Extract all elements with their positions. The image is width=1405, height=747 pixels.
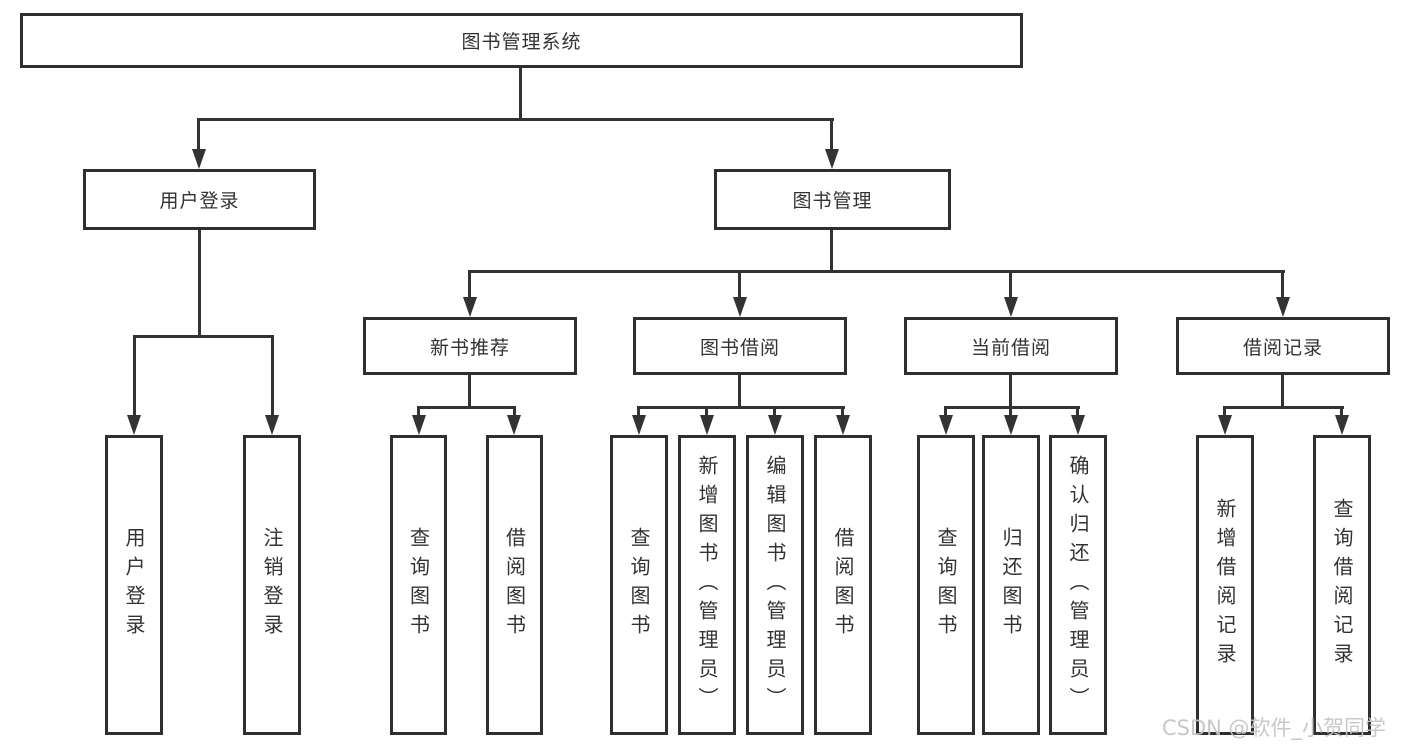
connector-bookborrow-rail: [637, 406, 845, 409]
leaf-query-book-borrow-label: 查询图书: [627, 527, 651, 643]
arrowhead-book-management: [825, 149, 839, 169]
leaf-confirm-return-admin: 确认归还（管理员）: [1049, 435, 1107, 735]
leaf-add-borrow-record-label: 新增借阅记录: [1213, 498, 1237, 672]
node-borrow-records: 借阅记录: [1176, 317, 1390, 375]
arrowhead-add-record: [1218, 415, 1232, 435]
connector-drop-new-book: [468, 270, 471, 300]
arrowhead-add-book: [700, 415, 714, 435]
leaf-return-book: 归还图书: [982, 435, 1040, 735]
connector-bookmgmt-trunk: [830, 230, 833, 272]
connector-userlogin-trunk: [198, 230, 201, 337]
node-book-management: 图书管理: [714, 169, 951, 230]
leaf-borrow-book-recommend-label: 借阅图书: [502, 527, 527, 643]
leaf-query-book-current-label: 查询图书: [934, 527, 958, 643]
leaf-query-book-borrow: 查询图书: [610, 435, 668, 735]
leaf-query-book-current: 查询图书: [917, 435, 975, 735]
leaf-edit-book-admin: 编辑图书（管理员）: [746, 435, 804, 735]
connector-drop-book-borrow: [738, 270, 741, 300]
connector-drop-book-management: [830, 118, 833, 151]
node-book-borrow: 图书借阅: [633, 317, 847, 375]
arrowhead-borrow-book-2: [836, 415, 850, 435]
node-current-borrow: 当前借阅: [904, 317, 1118, 375]
node-user-login: 用户登录: [83, 169, 316, 230]
leaf-user-login: 用户登录: [105, 435, 163, 735]
leaf-query-borrow-record-label: 查询借阅记录: [1330, 498, 1354, 672]
connector-bookborrow-trunk: [738, 375, 741, 408]
connector-root-trunk: [519, 66, 522, 120]
connector-newbook-trunk: [468, 375, 471, 408]
leaf-add-book-admin-label: 新增图书（管理员）: [695, 454, 719, 716]
leaf-query-borrow-record: 查询借阅记录: [1313, 435, 1371, 735]
connector-records-rail: [1223, 406, 1344, 409]
connector-drop-add-record: [1223, 406, 1226, 417]
arrowhead-user-login: [192, 149, 206, 169]
watermark: CSDN @软件_小贺同学: [1162, 716, 1387, 740]
arrowhead-confirm-return: [1071, 415, 1085, 435]
arrowhead-query-book-1: [412, 415, 426, 435]
arrowhead-edit-book: [768, 415, 782, 435]
connector-drop-user-login: [197, 118, 200, 151]
leaf-borrow-book-recommend: 借阅图书: [486, 435, 543, 735]
connector-drop-leaf-logout: [271, 335, 274, 417]
connector-drop-edit-book: [773, 406, 776, 417]
arrowhead-borrow-records: [1276, 297, 1290, 317]
leaf-edit-book-admin-label: 编辑图书（管理员）: [763, 454, 787, 716]
arrowhead-leaf-logout: [265, 415, 279, 435]
connector-drop-borrow-records: [1281, 270, 1284, 300]
connector-currentborrow-trunk: [1009, 375, 1012, 408]
arrowhead-query-book-2: [632, 415, 646, 435]
arrowhead-new-book: [463, 297, 477, 317]
node-new-book-recommend: 新书推荐: [363, 317, 577, 375]
arrowhead-borrow-book-1: [507, 415, 521, 435]
connector-drop-borrow-book-2: [841, 406, 844, 417]
connector-newbook-rail: [417, 406, 516, 409]
arrowhead-query-record: [1335, 415, 1349, 435]
connector-drop-leaf-user-login: [133, 335, 136, 417]
leaf-user-login-label: 用户登录: [122, 527, 146, 643]
connector-drop-borrow-book-1: [513, 406, 516, 417]
connector-drop-return-book: [1009, 406, 1012, 417]
leaf-add-borrow-record: 新增借阅记录: [1196, 435, 1254, 735]
connector-drop-query-book-2: [637, 406, 640, 417]
connector-drop-query-book-1: [417, 406, 420, 417]
connector-bookmgmt-rail: [468, 270, 1285, 273]
leaf-logout: 注销登录: [243, 435, 301, 735]
connector-drop-confirm-return: [1076, 406, 1079, 417]
connector-root-rail: [197, 118, 834, 121]
connector-drop-add-book: [705, 406, 708, 417]
connector-currentborrow-rail: [944, 406, 1080, 409]
leaf-confirm-return-admin-label: 确认归还（管理员）: [1066, 454, 1090, 716]
leaf-borrow-book: 借阅图书: [814, 435, 872, 735]
arrowhead-current-borrow: [1004, 297, 1018, 317]
connector-records-trunk: [1281, 375, 1284, 408]
connector-drop-current-borrow: [1009, 270, 1012, 300]
leaf-query-book-recommend: 查询图书: [390, 435, 447, 735]
leaf-borrow-book-label: 借阅图书: [831, 527, 855, 643]
leaf-add-book-admin: 新增图书（管理员）: [678, 435, 736, 735]
leaf-logout-label: 注销登录: [260, 527, 284, 643]
node-library-system: 图书管理系统: [20, 13, 1023, 68]
arrowhead-return-book: [1004, 415, 1018, 435]
arrowhead-book-borrow: [733, 297, 747, 317]
connector-userlogin-rail: [133, 335, 274, 338]
connector-drop-query-book-3: [944, 406, 947, 417]
arrowhead-query-book-3: [939, 415, 953, 435]
leaf-return-book-label: 归还图书: [999, 527, 1023, 643]
connector-drop-query-record: [1340, 406, 1343, 417]
arrowhead-leaf-user-login: [127, 415, 141, 435]
leaf-query-book-recommend-label: 查询图书: [406, 527, 431, 643]
